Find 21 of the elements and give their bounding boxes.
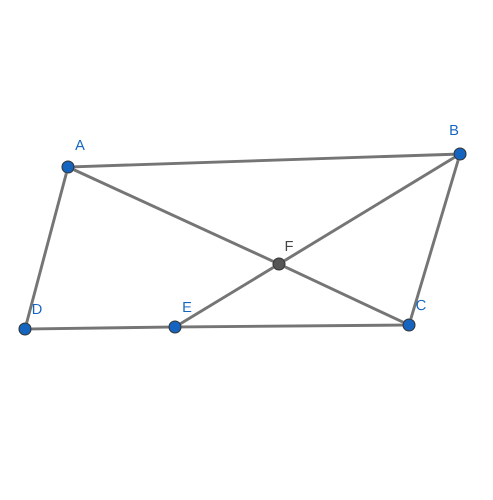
- line-segment: [284, 265, 404, 324]
- node-label: F: [286, 240, 293, 252]
- node-label: B: [450, 124, 458, 136]
- point: C: [402, 300, 426, 332]
- node-label: C: [416, 300, 426, 310]
- point: F: [272, 240, 293, 271]
- line-segment: [73, 168, 274, 263]
- point: A: [61, 140, 85, 174]
- line-segment: [409, 160, 460, 320]
- line-segment: [180, 266, 274, 325]
- node-label: E: [183, 302, 192, 312]
- line-segment: [32, 326, 168, 330]
- point: B: [450, 124, 467, 161]
- line-segment: [182, 324, 402, 328]
- node-label: D: [32, 304, 42, 314]
- point: D: [18, 304, 42, 336]
- line-segment: [74, 152, 454, 168]
- point: E: [168, 302, 192, 334]
- line-segment: [25, 172, 68, 324]
- line-segment: [284, 156, 456, 262]
- node-label: A: [75, 140, 85, 150]
